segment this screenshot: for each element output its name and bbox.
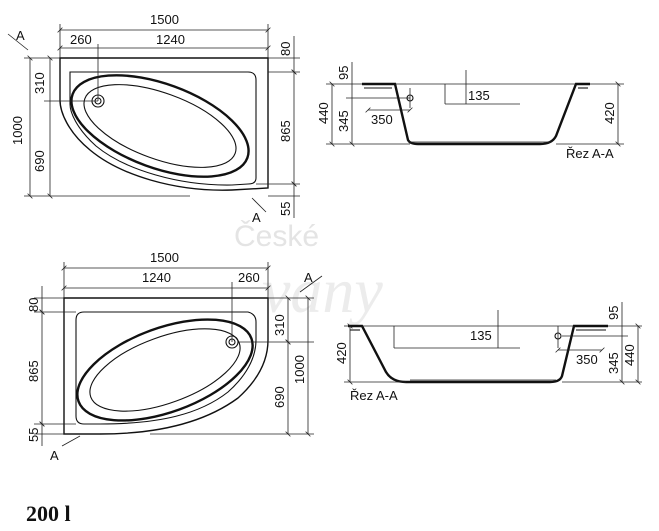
section-view-1: 440 95 345 350 135 420 Řez A-A (316, 62, 624, 161)
dim-drain-dist-2: 350 (576, 352, 598, 367)
dim-width-total-1: 1500 (150, 12, 179, 27)
dim-inner-depth-1: 420 (602, 102, 617, 124)
bath-rim-1 (69, 71, 257, 186)
section-marker-bottom-1: A (252, 210, 261, 225)
section-marker-top-1: A (16, 28, 25, 43)
dim-right-upper-2: 310 (272, 314, 287, 336)
section-marker-top-2: A (304, 270, 313, 285)
dim-rim-height-2: 95 (606, 306, 621, 320)
dim-right-total-2: 1000 (292, 355, 307, 384)
dim-drain-height-2: 345 (606, 352, 621, 374)
bath-outline-1 (59, 57, 269, 191)
bath-basin-outer-1 (70, 74, 250, 178)
section-profile-2 (348, 324, 608, 384)
bath-basin-outer-2 (76, 318, 254, 422)
bath-basin-inner-1 (83, 84, 237, 168)
dim-left-lower-1: 690 (32, 150, 47, 172)
section-label-1: Řez A-A (566, 146, 614, 161)
dim-drain-offset-1: 135 (468, 88, 490, 103)
dim-total-height-2: 440 (622, 344, 637, 366)
section-label-2: Řez A-A (350, 388, 398, 403)
dim-drain-dist-1: 350 (371, 112, 393, 127)
dim-edge-bottom-1: 55 (278, 202, 293, 216)
watermark-line2: vany (262, 255, 383, 326)
section-view-2: 420 135 350 95 345 440 Řez A-A (334, 302, 642, 403)
dim-rim-height-1: 95 (336, 66, 351, 80)
dim-right-inner-1: 865 (278, 120, 293, 142)
dim-inner-depth-2: 420 (334, 342, 349, 364)
dim-width-left-2: 1240 (142, 270, 171, 285)
dim-edge-bottom-2: 55 (26, 428, 41, 442)
dim-left-total-1: 1000 (10, 116, 25, 145)
dim-edge-top-2: 80 (26, 298, 41, 312)
section-marker-bottom-2: A (50, 448, 59, 463)
dim-total-height-1: 440 (316, 102, 331, 124)
dim-width-right-2: 260 (238, 270, 260, 285)
section-profile-1 (362, 82, 590, 146)
top-view-left-bath: 1500 1240 260 80 865 55 310 690 1000 A A (26, 250, 323, 463)
dim-width-total-2: 1500 (150, 250, 179, 265)
bath-basin-inner-2 (89, 328, 241, 412)
capacity-label: 200 l (26, 501, 71, 526)
dim-right-lower-2: 690 (272, 386, 287, 408)
dim-width-right-1: 1240 (156, 32, 185, 47)
top-view-right-bath: 1500 260 1240 1000 310 690 80 865 55 A A (7, 12, 300, 225)
dim-drain-height-1: 345 (336, 110, 351, 132)
watermark-line1: České (234, 219, 319, 253)
dim-left-upper-1: 310 (32, 72, 47, 94)
dim-drain-offset-2: 135 (470, 328, 492, 343)
dim-width-left-1: 260 (70, 32, 92, 47)
dim-edge-top-1: 80 (278, 42, 293, 56)
bath-outline-2 (63, 297, 269, 435)
bath-rim-2 (75, 311, 257, 425)
dim-left-inner-2: 865 (26, 360, 41, 382)
